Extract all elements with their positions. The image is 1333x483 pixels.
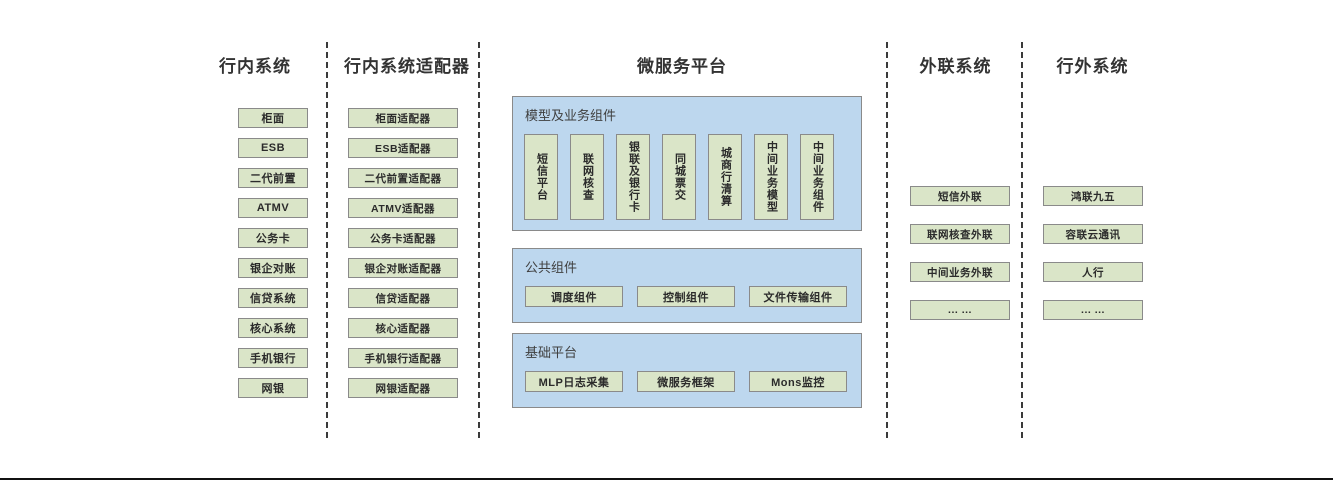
model-component-4-label: 城商行清算 [719, 147, 732, 207]
outbank-item-1[interactable]: 容联云通讯 [1043, 224, 1143, 244]
public-component-2[interactable]: 文件传输组件 [749, 286, 847, 307]
base-platform-component-1[interactable]: 微服务框架 [637, 371, 735, 392]
inbank-item-6[interactable]: 信贷系统 [238, 288, 308, 308]
adapter-item-3[interactable]: ATMV适配器 [348, 198, 458, 218]
adapter-item-7[interactable]: 核心适配器 [348, 318, 458, 338]
inbank-item-8[interactable]: 手机银行 [238, 348, 308, 368]
outbank-item-3[interactable]: ... ... [1043, 300, 1143, 320]
model-component-5[interactable]: 中间业务模型 [754, 134, 788, 220]
external-link-item-2[interactable]: 中间业务外联 [910, 262, 1010, 282]
separator-external-outbank [1021, 42, 1023, 438]
base-platform-component-0[interactable]: MLP日志采集 [525, 371, 623, 392]
column-title-external-link: 外联系统 [919, 57, 992, 76]
external-link-item-1[interactable]: 联网核查外联 [910, 224, 1010, 244]
panel-base-platform: 基础平台 [512, 333, 862, 408]
column-title-adapter: 行内系统适配器 [344, 57, 470, 76]
adapter-item-6[interactable]: 信贷适配器 [348, 288, 458, 308]
model-component-2[interactable]: 银联及银行卡 [616, 134, 650, 220]
inbank-item-0[interactable]: 柜面 [238, 108, 308, 128]
model-component-0[interactable]: 短信平台 [524, 134, 558, 220]
column-title-outbank: 行外系统 [1056, 57, 1129, 76]
panel-public-components: 公共组件 [512, 248, 862, 323]
adapter-item-2[interactable]: 二代前置适配器 [348, 168, 458, 188]
separator-platform-external [886, 42, 888, 438]
adapter-item-0[interactable]: 柜面适配器 [348, 108, 458, 128]
base-platform-component-2[interactable]: Mons监控 [749, 371, 847, 392]
external-link-item-0[interactable]: 短信外联 [910, 186, 1010, 206]
separator-adapter-platform [478, 42, 480, 438]
adapter-item-4[interactable]: 公务卡适配器 [348, 228, 458, 248]
panel-title-base-platform: 基础平台 [525, 345, 578, 360]
outbank-item-2[interactable]: 人行 [1043, 262, 1143, 282]
inbank-item-3[interactable]: ATMV [238, 198, 308, 218]
adapter-item-5[interactable]: 银企对账适配器 [348, 258, 458, 278]
panel-title-model-business-components: 模型及业务组件 [525, 108, 617, 123]
model-component-1[interactable]: 联网核查 [570, 134, 604, 220]
column-title-platform: 微服务平台 [637, 57, 727, 76]
model-component-6-label: 中间业务组件 [811, 141, 824, 213]
model-component-3-label: 同城票交 [673, 153, 686, 201]
adapter-item-9[interactable]: 网银适配器 [348, 378, 458, 398]
inbank-item-9[interactable]: 网银 [238, 378, 308, 398]
adapter-item-1[interactable]: ESB适配器 [348, 138, 458, 158]
separator-inbank-adapter [326, 42, 328, 438]
panel-title-public-components: 公共组件 [525, 260, 578, 275]
model-component-4[interactable]: 城商行清算 [708, 134, 742, 220]
inbank-item-4[interactable]: 公务卡 [238, 228, 308, 248]
model-component-3[interactable]: 同城票交 [662, 134, 696, 220]
inbank-item-7[interactable]: 核心系统 [238, 318, 308, 338]
bottom-divider [0, 478, 1333, 480]
inbank-item-2[interactable]: 二代前置 [238, 168, 308, 188]
public-component-0[interactable]: 调度组件 [525, 286, 623, 307]
column-title-inbank: 行内系统 [219, 57, 291, 76]
model-component-0-label: 短信平台 [535, 153, 548, 201]
inbank-item-5[interactable]: 银企对账 [238, 258, 308, 278]
adapter-item-8[interactable]: 手机银行适配器 [348, 348, 458, 368]
model-component-1-label: 联网核查 [581, 153, 594, 201]
model-component-6[interactable]: 中间业务组件 [800, 134, 834, 220]
external-link-item-3[interactable]: ... ... [910, 300, 1010, 320]
outbank-item-0[interactable]: 鸿联九五 [1043, 186, 1143, 206]
inbank-item-1[interactable]: ESB [238, 138, 308, 158]
model-component-2-label: 银联及银行卡 [627, 141, 640, 213]
public-component-1[interactable]: 控制组件 [637, 286, 735, 307]
model-component-5-label: 中间业务模型 [765, 141, 778, 213]
